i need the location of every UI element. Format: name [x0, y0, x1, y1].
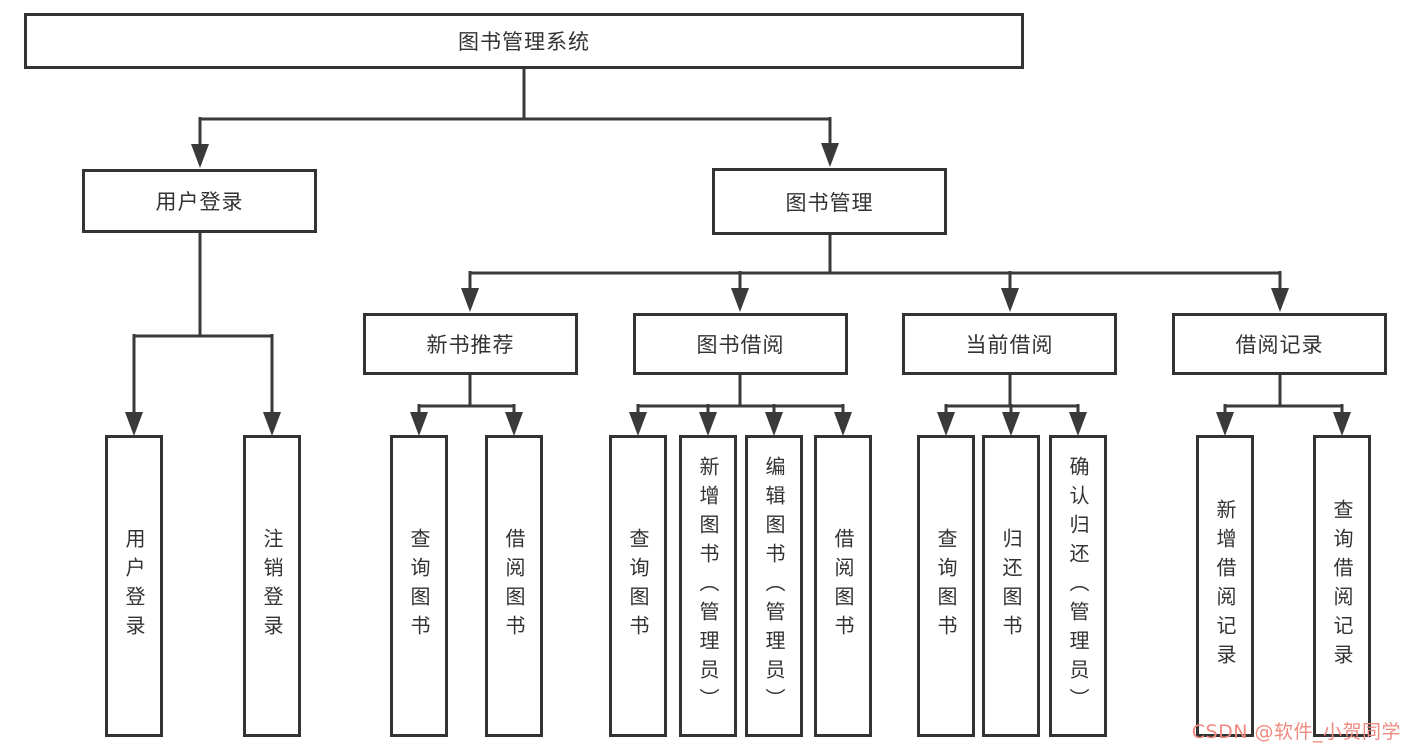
- node-new-book-recommend: 新书推荐: [363, 313, 578, 375]
- leaf-query-books-current: 查询图书: [917, 435, 975, 737]
- leaf-edit-book-admin: 编辑图书（管理员）: [745, 435, 803, 737]
- leaf-add-borrow-record: 新增借阅记录: [1196, 435, 1254, 737]
- node-user-login: 用户登录: [82, 169, 317, 233]
- leaf-query-books-borrow: 查询图书: [609, 435, 667, 737]
- leaf-user-login: 用户登录: [105, 435, 163, 737]
- node-book-management: 图书管理: [712, 168, 947, 235]
- leaf-confirm-return-admin: 确认归还（管理员）: [1049, 435, 1107, 737]
- leaf-return-books: 归还图书: [982, 435, 1040, 737]
- node-book-borrow: 图书借阅: [633, 313, 848, 375]
- leaf-query-books-recommend: 查询图书: [390, 435, 448, 737]
- node-borrow-records: 借阅记录: [1172, 313, 1387, 375]
- leaf-borrow-books-recommend: 借阅图书: [485, 435, 543, 737]
- node-current-borrow: 当前借阅: [902, 313, 1117, 375]
- leaf-logout: 注销登录: [243, 435, 301, 737]
- leaf-query-borrow-record: 查询借阅记录: [1313, 435, 1371, 737]
- leaf-add-book-admin: 新增图书（管理员）: [679, 435, 737, 737]
- csdn-watermark: CSDN @软件_小贺同学: [1191, 721, 1401, 743]
- node-library-system: 图书管理系统: [24, 13, 1024, 69]
- arrowheads: [125, 143, 1351, 436]
- leaf-borrow-books: 借阅图书: [814, 435, 872, 737]
